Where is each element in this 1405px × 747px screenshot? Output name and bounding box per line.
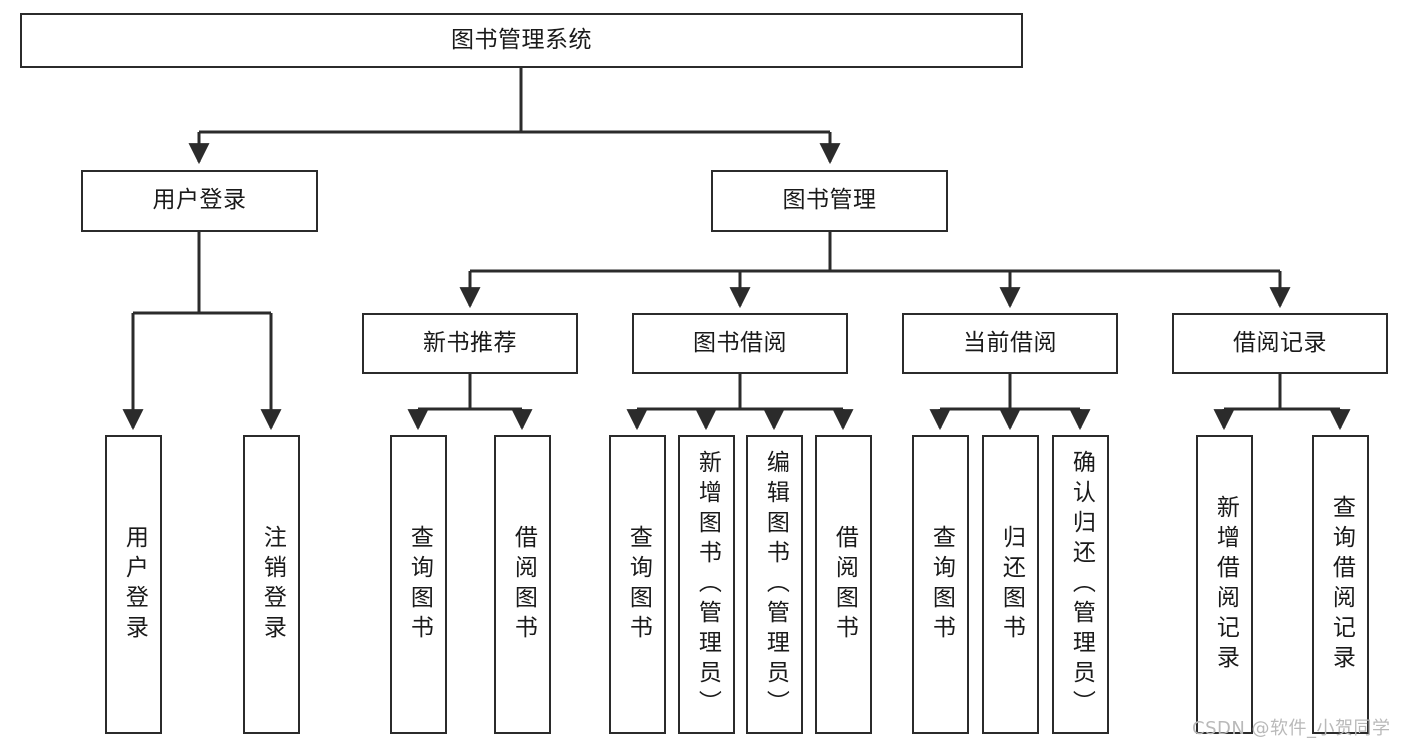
node-label: 查询图书: [928, 524, 955, 645]
node-label: 新增图书（管理员）: [694, 449, 721, 720]
node-label: 图书管理: [782, 187, 877, 214]
node-new-book-recommend[interactable]: 新书推荐: [362, 313, 578, 374]
node-label: 借阅图书: [831, 524, 858, 645]
node-label: 查询图书: [625, 524, 652, 645]
leaf-query-book-current[interactable]: 查询图书: [912, 435, 969, 734]
node-book-management[interactable]: 图书管理: [711, 170, 948, 232]
node-label: 借阅记录: [1233, 329, 1327, 356]
node-label: 用户登录: [121, 524, 148, 645]
node-label: 编辑图书（管理员）: [762, 449, 789, 720]
node-label: 确认归还（管理员）: [1068, 449, 1095, 720]
node-label: 图书借阅: [693, 329, 787, 356]
leaf-user-login[interactable]: 用户登录: [105, 435, 162, 734]
leaf-borrow-book[interactable]: 借阅图书: [815, 435, 872, 734]
node-label: 当前借阅: [963, 329, 1057, 356]
leaf-add-borrow-record[interactable]: 新增借阅记录: [1196, 435, 1253, 734]
leaf-return-book[interactable]: 归还图书: [982, 435, 1039, 734]
node-label: 查询图书: [406, 524, 433, 645]
node-label: 借阅图书: [510, 524, 537, 645]
node-book-borrow[interactable]: 图书借阅: [632, 313, 848, 374]
leaf-edit-book-admin[interactable]: 编辑图书（管理员）: [746, 435, 803, 734]
node-root-system[interactable]: 图书管理系统: [20, 13, 1023, 68]
leaf-borrow-book-recommend[interactable]: 借阅图书: [494, 435, 551, 734]
leaf-query-book-borrow[interactable]: 查询图书: [609, 435, 666, 734]
node-label: 新书推荐: [423, 329, 517, 356]
leaf-query-book-recommend[interactable]: 查询图书: [390, 435, 447, 734]
node-label: 归还图书: [998, 524, 1025, 645]
leaf-query-borrow-record[interactable]: 查询借阅记录: [1312, 435, 1369, 734]
node-label: 用户登录: [152, 187, 247, 214]
csdn-watermark: CSDN @软件_小贺同学: [1192, 718, 1391, 739]
node-label: 查询借阅记录: [1328, 494, 1355, 675]
node-label: 图书管理系统: [451, 26, 592, 53]
node-label: 注销登录: [259, 524, 286, 645]
node-borrow-record[interactable]: 借阅记录: [1172, 313, 1388, 374]
leaf-logout[interactable]: 注销登录: [243, 435, 300, 734]
leaf-confirm-return-admin[interactable]: 确认归还（管理员）: [1052, 435, 1109, 734]
node-label: 新增借阅记录: [1212, 494, 1239, 675]
leaf-add-book-admin[interactable]: 新增图书（管理员）: [678, 435, 735, 734]
node-current-borrow[interactable]: 当前借阅: [902, 313, 1118, 374]
node-user-login[interactable]: 用户登录: [81, 170, 318, 232]
